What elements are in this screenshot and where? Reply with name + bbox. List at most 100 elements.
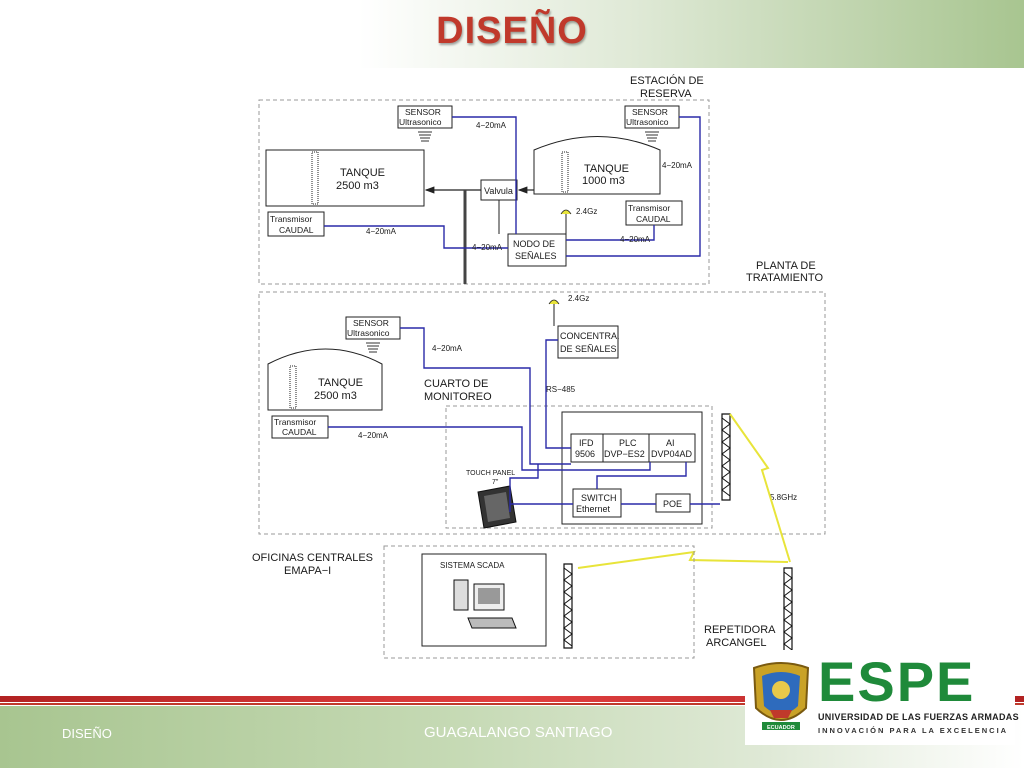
valve: Valvula [480, 179, 518, 201]
tank-2500-a: TANQUE 2500 m3 [265, 149, 425, 207]
svg-text:CAUDAL: CAUDAL [282, 427, 317, 437]
touch-panel-label-2: 7" [492, 479, 499, 486]
offices-boundary [383, 545, 695, 659]
espe-shield-icon: ECUADOR [752, 662, 810, 731]
offices-label-2: EMAPA−I [284, 565, 331, 577]
svg-text:SENSOR: SENSOR [405, 107, 441, 117]
svg-text:Ultrasonico: Ultrasonico [626, 117, 669, 127]
repeater-label-2: ARCANGEL [706, 637, 767, 649]
radio-tower-plant [721, 413, 731, 501]
svg-text:2500 m3: 2500 m3 [336, 180, 379, 192]
touch-panel-label-1: TOUCH PANEL [466, 470, 515, 477]
plant-label-2: TRATAMIENTO [746, 272, 823, 284]
footer-rule [0, 696, 1024, 702]
radio-tower-offices [563, 563, 573, 649]
reserve-station-boundary [258, 99, 710, 285]
repeater-label-1: REPETIDORA [704, 624, 776, 636]
svg-text:SENSOR: SENSOR [632, 107, 668, 117]
svg-text:SEÑALES: SEÑALES [515, 251, 557, 261]
svg-text:POE: POE [663, 499, 682, 509]
espe-university-name: UNIVERSIDAD DE LAS FUERZAS ARMADAS [818, 712, 1019, 722]
svg-text:2500 m3: 2500 m3 [314, 390, 357, 402]
svg-text:PLC: PLC [619, 438, 637, 448]
antenna-icon-concentrator [548, 299, 560, 326]
current-label-3: 4−20mA [366, 227, 397, 236]
svg-text:DE SEÑALES: DE SEÑALES [560, 344, 617, 354]
svg-text:SENSOR: SENSOR [353, 318, 389, 328]
svg-text:IFD: IFD [579, 438, 594, 448]
svg-text:Transmisor: Transmisor [628, 203, 670, 213]
treatment-plant-boundary [258, 291, 826, 535]
wireless-links [577, 413, 791, 569]
ifd-module: IFD 9506 [570, 433, 604, 463]
svg-text:9506: 9506 [575, 449, 595, 459]
espe-wordmark: ESPE [818, 650, 976, 713]
current-label-7: 4−20mA [358, 431, 389, 440]
current-label-4: 4−20mA [472, 243, 503, 252]
freq-label-concentrator: 2.4Gz [568, 294, 589, 303]
slide-title: DISEÑO [436, 10, 588, 52]
svg-text:AI: AI [666, 438, 675, 448]
svg-text:Transmisor: Transmisor [270, 214, 312, 224]
monitoring-label-1: CUARTO DE [424, 378, 488, 390]
svg-text:CONCENTRA.: CONCENTRA. [560, 331, 620, 341]
offices-label-1: OFICINAS CENTRALES [252, 552, 373, 564]
svg-text:DVP−ES2: DVP−ES2 [604, 449, 645, 459]
rs485-label: RS−485 [546, 385, 576, 394]
svg-text:SISTEMA SCADA: SISTEMA SCADA [440, 561, 505, 570]
svg-text:Ultrasonico: Ultrasonico [399, 117, 442, 127]
monitoring-label-2: MONITOREO [424, 391, 492, 403]
ethernet-switch: SWITCH Ethernet [572, 488, 622, 518]
plc-module: PLC DVP−ES2 [602, 433, 650, 463]
svg-text:CAUDAL: CAUDAL [279, 225, 314, 235]
footer-rule-thin [0, 703, 1024, 705]
monitoring-room-boundary [445, 405, 713, 529]
svg-text:Ethernet: Ethernet [576, 504, 611, 514]
current-label-6: 4−20mA [432, 344, 463, 353]
freq-label-58: 5.8GHz [770, 493, 797, 502]
reserve-station-label-2: RESERVA [640, 88, 692, 100]
tank-1000: TANQUE 1000 m3 [533, 136, 661, 195]
svg-text:DVP04AD: DVP04AD [651, 449, 693, 459]
current-label-1: 4−20mA [476, 121, 507, 130]
svg-text:SWITCH: SWITCH [581, 493, 617, 503]
ultrasonic-sensor-a: SENSOR Ultrasonico [397, 105, 453, 142]
current-label-2: 4−20mA [662, 161, 693, 170]
signal-wiring-plant [328, 327, 720, 512]
signal-node: NODO DE SEÑALES [507, 233, 567, 267]
system-diagram: ESTACIÓN DE RESERVA SENSOR Ultrasonico S… [252, 74, 826, 659]
title-band [0, 0, 1024, 68]
antenna-icon-node [560, 209, 572, 234]
touch-panel-icon [477, 485, 517, 529]
svg-text:Ultrasonico: Ultrasonico [347, 328, 390, 338]
flow-transmitter-c: Transmisor CAUDAL [271, 415, 329, 439]
svg-text:TANQUE: TANQUE [318, 377, 363, 389]
current-label-5: 4−20mA [620, 235, 651, 244]
svg-text:NODO DE: NODO DE [513, 239, 555, 249]
reserve-station-label-1: ESTACIÓN DE [630, 74, 704, 87]
radio-tower-repeater [783, 567, 793, 653]
plant-label-1: PLANTA DE [756, 260, 816, 272]
svg-text:Transmisor: Transmisor [274, 417, 316, 427]
svg-text:TANQUE: TANQUE [340, 167, 385, 179]
scada-station: SISTEMA SCADA [421, 553, 547, 647]
flow-transmitter-b: Transmisor CAUDAL [625, 200, 683, 226]
svg-text:ECUADOR: ECUADOR [767, 725, 795, 731]
ai-module: AI DVP04AD [648, 433, 696, 463]
signal-concentrator: CONCENTRA. DE SEÑALES [557, 325, 620, 359]
espe-tagline: INNOVACIÓN PARA LA EXCELENCIA [818, 726, 1009, 735]
svg-text:Valvula: Valvula [484, 186, 513, 196]
footer-section-label: DISEÑO [62, 726, 112, 741]
signal-wiring-reserve [324, 116, 701, 257]
svg-text:CAUDAL: CAUDAL [636, 214, 671, 224]
ultrasonic-sensor-c: SENSOR Ultrasonico [345, 316, 401, 353]
ultrasonic-sensor-b: SENSOR Ultrasonico [624, 105, 680, 142]
flow-transmitter-a: Transmisor CAUDAL [267, 211, 325, 237]
tank-2500-c: TANQUE 2500 m3 [267, 348, 383, 411]
footer-author: GUAGALANGO SANTIAGO [424, 724, 613, 741]
svg-text:TANQUE: TANQUE [584, 163, 629, 175]
control-cabinet [561, 411, 703, 525]
svg-text:1000 m3: 1000 m3 [582, 175, 625, 187]
poe-injector: POE [655, 493, 691, 513]
freq-label-node: 2.4Gz [576, 207, 597, 216]
